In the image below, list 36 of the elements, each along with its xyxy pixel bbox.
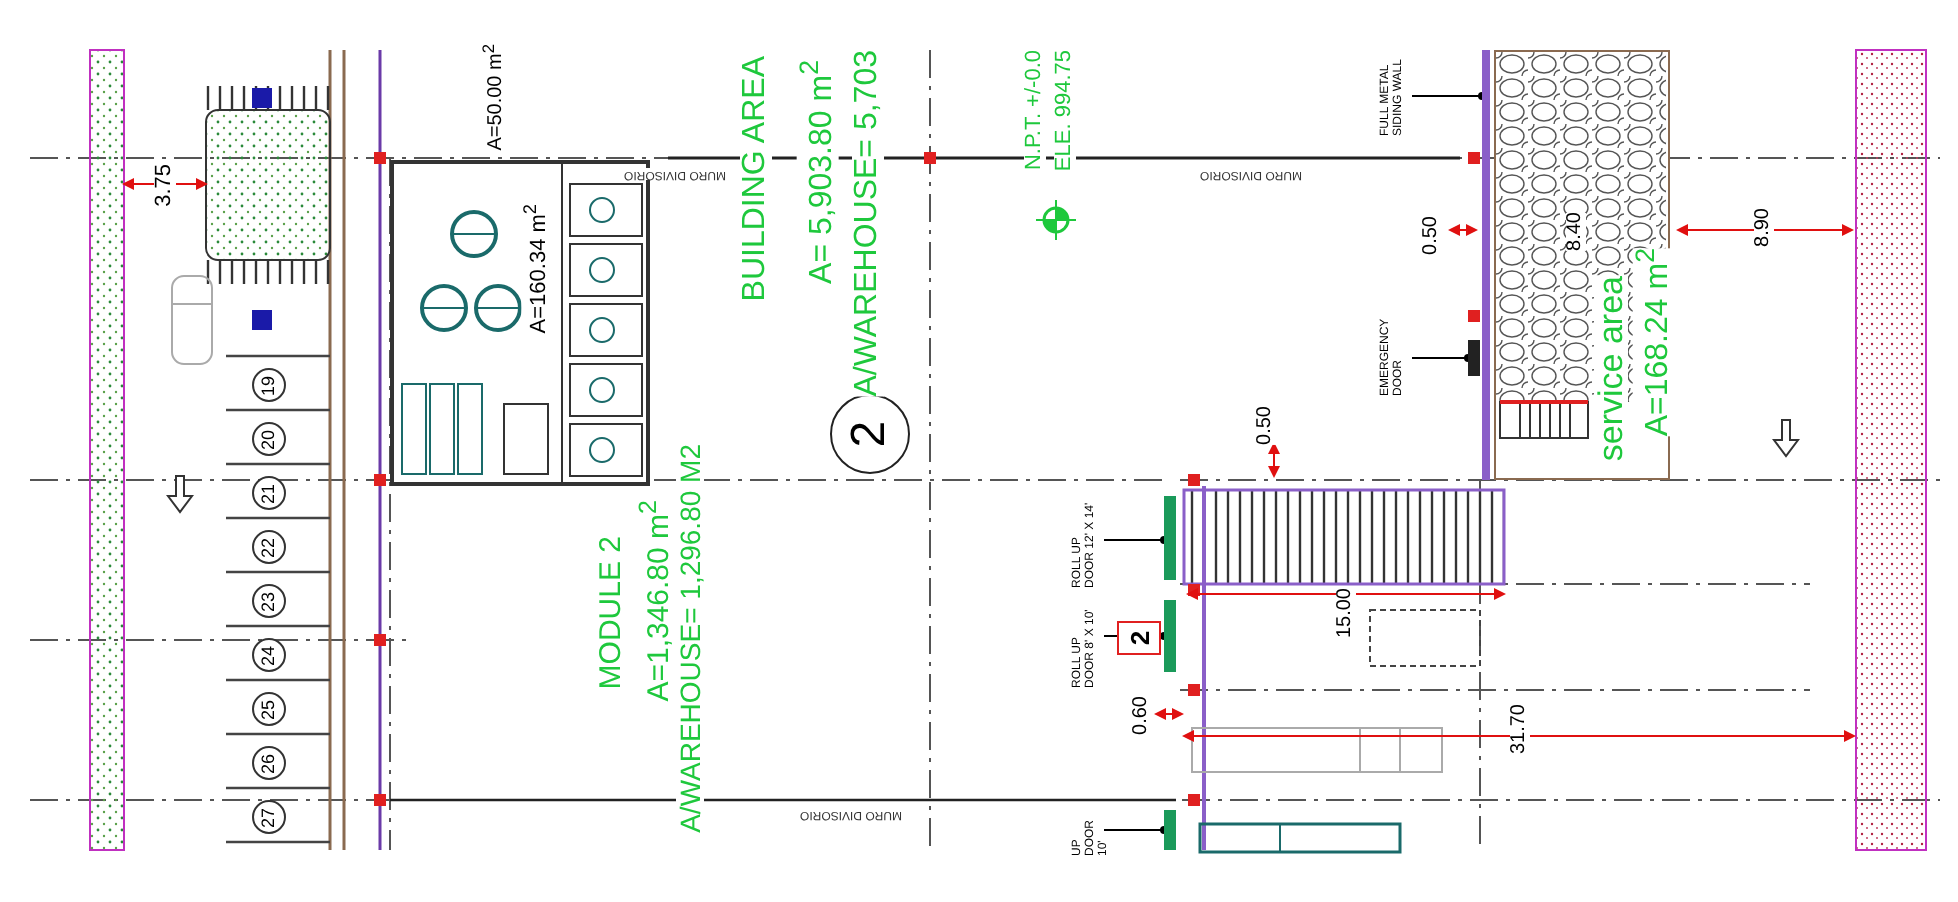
leader-line (1411, 354, 1472, 362)
stall-number: 27 (252, 800, 286, 834)
roll-up-door (1164, 600, 1176, 672)
dimension-text: 0.50 (1422, 216, 1442, 255)
area-label: A/WAREHOUSE= 5,703 (852, 50, 884, 397)
area-label: A/WAREHOUSE= 1,296.80 M2 (676, 444, 704, 833)
dimension-text: 0.50 (1256, 406, 1276, 445)
stall-number: 26 (252, 746, 286, 780)
siding-wall (1482, 50, 1490, 480)
dimension-text: 15.00 (1336, 588, 1356, 639)
roll-up-door (1164, 496, 1176, 580)
area-title: BUILDING AREA (740, 56, 772, 302)
stall-number: 20 (252, 422, 286, 456)
stall-number: 25 (252, 692, 286, 726)
dimension-text: 31.70 (1510, 704, 1530, 755)
leader-line (1103, 536, 1168, 544)
area-title: MODULE 2 (596, 536, 626, 690)
leader-line (1411, 92, 1486, 100)
leader-line (1103, 826, 1168, 834)
door-tag: 2 (1117, 621, 1161, 655)
stall-number: 21 (252, 476, 286, 510)
stall-number: 19 (252, 368, 286, 402)
level-label: N.P.T. +/-0.0 (1024, 50, 1046, 171)
room-name: service area (1594, 276, 1628, 462)
door-symbol (1468, 340, 1480, 376)
dimension-text: 8.90 (1754, 208, 1774, 247)
service-area-room (1494, 50, 1670, 480)
grid-bubble: 2 (830, 394, 910, 474)
level-label: ELE. 994.75 (1054, 50, 1076, 172)
stall-number: 22 (252, 530, 286, 564)
stall-number: 23 (252, 584, 286, 618)
stall-number: 24 (252, 638, 286, 672)
dimension-text: 8.40 (1566, 212, 1586, 251)
roll-up-door (1164, 810, 1176, 850)
dimension-text: 3.75 (154, 164, 176, 207)
dimension-text: 0.60 (1132, 696, 1152, 735)
